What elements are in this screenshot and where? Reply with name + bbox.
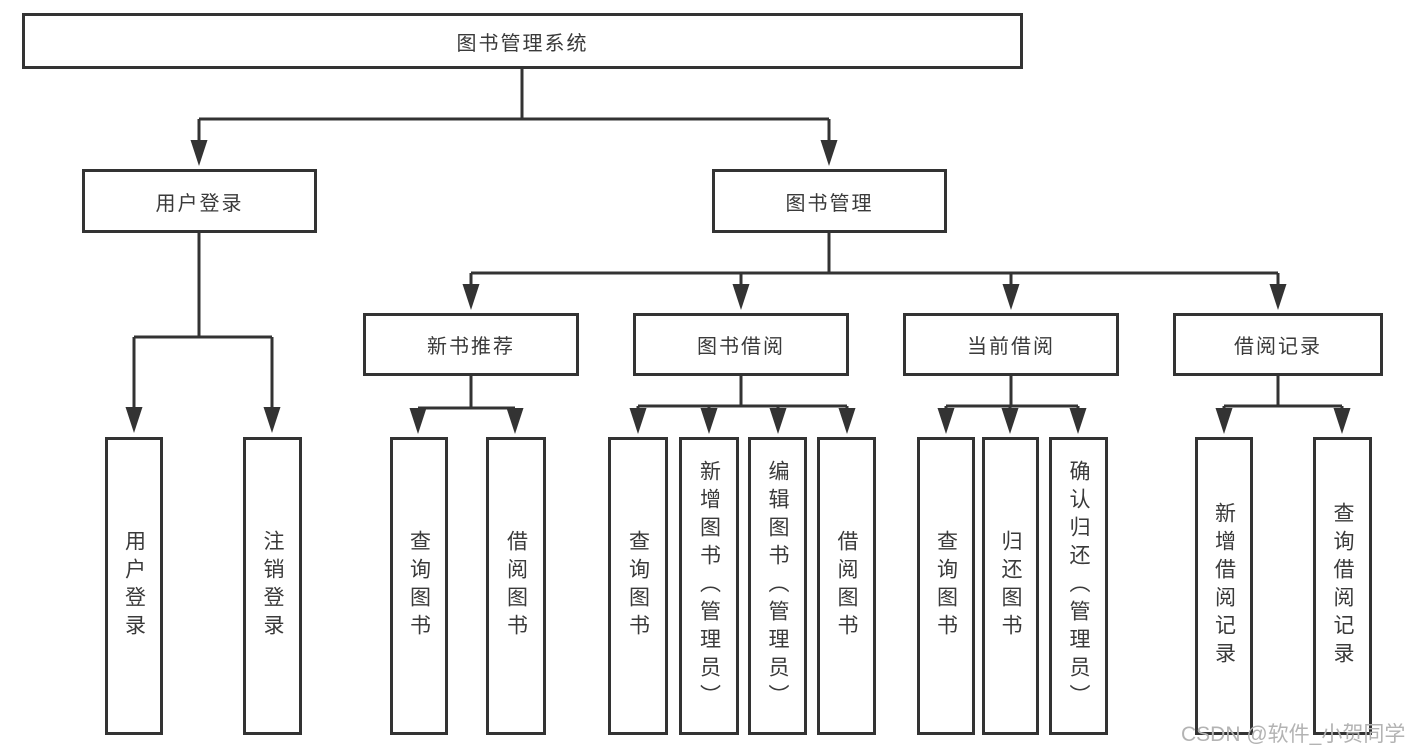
leaf-newbook-borrow: 借阅图书 bbox=[486, 437, 546, 735]
arrowhead bbox=[820, 140, 838, 166]
leaf-label: 编辑图书（管理员） bbox=[766, 460, 789, 712]
leaf-label: 注销登录 bbox=[261, 530, 284, 642]
arrowhead bbox=[409, 408, 427, 434]
arrowhead bbox=[838, 408, 856, 434]
leaf-label: 查询图书 bbox=[934, 530, 958, 642]
arrowhead bbox=[1001, 408, 1019, 434]
arrowhead bbox=[1269, 284, 1287, 310]
leaf-newbook-query: 查询图书 bbox=[390, 437, 448, 735]
arrowhead bbox=[1333, 408, 1351, 434]
leaf-borrow-query: 查询图书 bbox=[608, 437, 668, 735]
leaf-logout: 注销登录 bbox=[243, 437, 302, 735]
arrowhead bbox=[125, 407, 143, 433]
leaf-current-return: 归还图书 bbox=[982, 437, 1039, 735]
arrowhead bbox=[190, 140, 208, 166]
leaf-label: 新增借阅记录 bbox=[1212, 502, 1236, 670]
leaf-current-confirm-admin: 确认归还（管理员） bbox=[1049, 437, 1108, 735]
arrowhead bbox=[263, 407, 281, 433]
node-new-book-recommend: 新书推荐 bbox=[363, 313, 579, 376]
leaf-label: 查询借阅记录 bbox=[1331, 502, 1354, 670]
leaf-label: 借阅图书 bbox=[835, 530, 858, 642]
arrowhead bbox=[1215, 408, 1233, 434]
leaf-label: 新增图书（管理员） bbox=[697, 460, 721, 712]
node-book-management-label: 图书管理 bbox=[785, 192, 874, 215]
node-borrow-record: 借阅记录 bbox=[1173, 313, 1383, 376]
node-user-login: 用户登录 bbox=[82, 169, 317, 233]
node-new-book-recommend-label: 新书推荐 bbox=[427, 336, 515, 358]
node-root-label: 图书管理系统 bbox=[456, 32, 589, 55]
leaf-current-query: 查询图书 bbox=[917, 437, 975, 735]
arrowhead bbox=[700, 408, 718, 434]
arrowhead bbox=[506, 408, 524, 434]
node-book-borrow-label: 图书借阅 bbox=[697, 336, 785, 358]
arrowhead bbox=[629, 408, 647, 434]
leaf-label: 借阅图书 bbox=[504, 530, 528, 642]
leaf-label: 归还图书 bbox=[999, 530, 1022, 642]
leaf-label: 查询图书 bbox=[626, 530, 650, 642]
node-current-borrow-label: 当前借阅 bbox=[967, 336, 1055, 358]
arrowhead bbox=[937, 408, 955, 434]
arrowhead bbox=[462, 284, 480, 310]
leaf-user-login: 用户登录 bbox=[105, 437, 163, 735]
leaf-record-query: 查询借阅记录 bbox=[1313, 437, 1372, 735]
node-book-management: 图书管理 bbox=[712, 169, 947, 233]
arrowhead bbox=[732, 284, 750, 310]
node-current-borrow: 当前借阅 bbox=[903, 313, 1119, 376]
leaf-borrow-borrow: 借阅图书 bbox=[817, 437, 876, 735]
csdn-watermark: CSDN @软件_小贺同学 bbox=[1181, 723, 1405, 746]
arrowheads bbox=[125, 140, 1351, 434]
leaf-record-add: 新增借阅记录 bbox=[1195, 437, 1253, 735]
arrowhead bbox=[1069, 408, 1087, 434]
node-book-borrow: 图书借阅 bbox=[633, 313, 849, 376]
leaf-borrow-edit-admin: 编辑图书（管理员） bbox=[748, 437, 807, 735]
leaf-label: 用户登录 bbox=[122, 530, 146, 642]
arrowhead bbox=[769, 408, 787, 434]
leaf-label: 查询图书 bbox=[407, 530, 431, 642]
leaf-borrow-add-admin: 新增图书（管理员） bbox=[679, 437, 739, 735]
node-user-login-label: 用户登录 bbox=[155, 192, 244, 215]
leaf-label: 确认归还（管理员） bbox=[1067, 460, 1090, 712]
node-borrow-record-label: 借阅记录 bbox=[1234, 336, 1322, 358]
node-root: 图书管理系统 bbox=[22, 13, 1023, 69]
arrowhead bbox=[1002, 284, 1020, 310]
